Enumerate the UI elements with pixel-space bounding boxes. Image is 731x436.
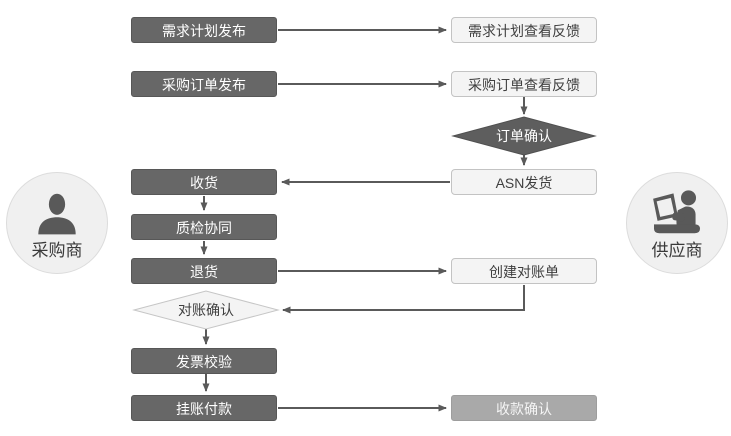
node-return-goods: 退货	[131, 258, 277, 284]
node-payment-receipt-confirm: 收款确认	[451, 395, 597, 421]
node-payment-on-account: 挂账付款	[131, 395, 277, 421]
edge-statement-to-reconcile	[282, 285, 525, 314]
node-purchase-order-feedback: 采购订单查看反馈	[451, 71, 597, 97]
buyer-actor: 采购商	[6, 172, 108, 274]
node-order-confirm-label: 订单确认	[496, 128, 552, 144]
buyer-label: 采购商	[31, 241, 83, 260]
node-receive-goods: 收货	[131, 169, 277, 195]
node-invoice-verify: 发票校验	[131, 348, 277, 374]
supplier-label: 供应商	[651, 241, 703, 260]
person-laptop-icon	[648, 189, 706, 240]
supplier-actor: 供应商	[626, 172, 728, 274]
reconciliation-confirm-diamond	[132, 290, 280, 330]
node-purchase-order-publish: 采购订单发布	[131, 71, 277, 97]
person-icon	[31, 193, 83, 240]
node-asn-ship: ASN发货	[451, 169, 597, 195]
node-reconciliation-confirm-label: 对账确认	[178, 302, 234, 318]
order-confirm-diamond	[451, 116, 597, 156]
node-demand-plan-publish: 需求计划发布	[131, 17, 277, 43]
node-demand-plan-feedback: 需求计划查看反馈	[451, 17, 597, 43]
node-quality-inspection: 质检协同	[131, 214, 277, 240]
node-create-statement: 创建对账单	[451, 258, 597, 284]
